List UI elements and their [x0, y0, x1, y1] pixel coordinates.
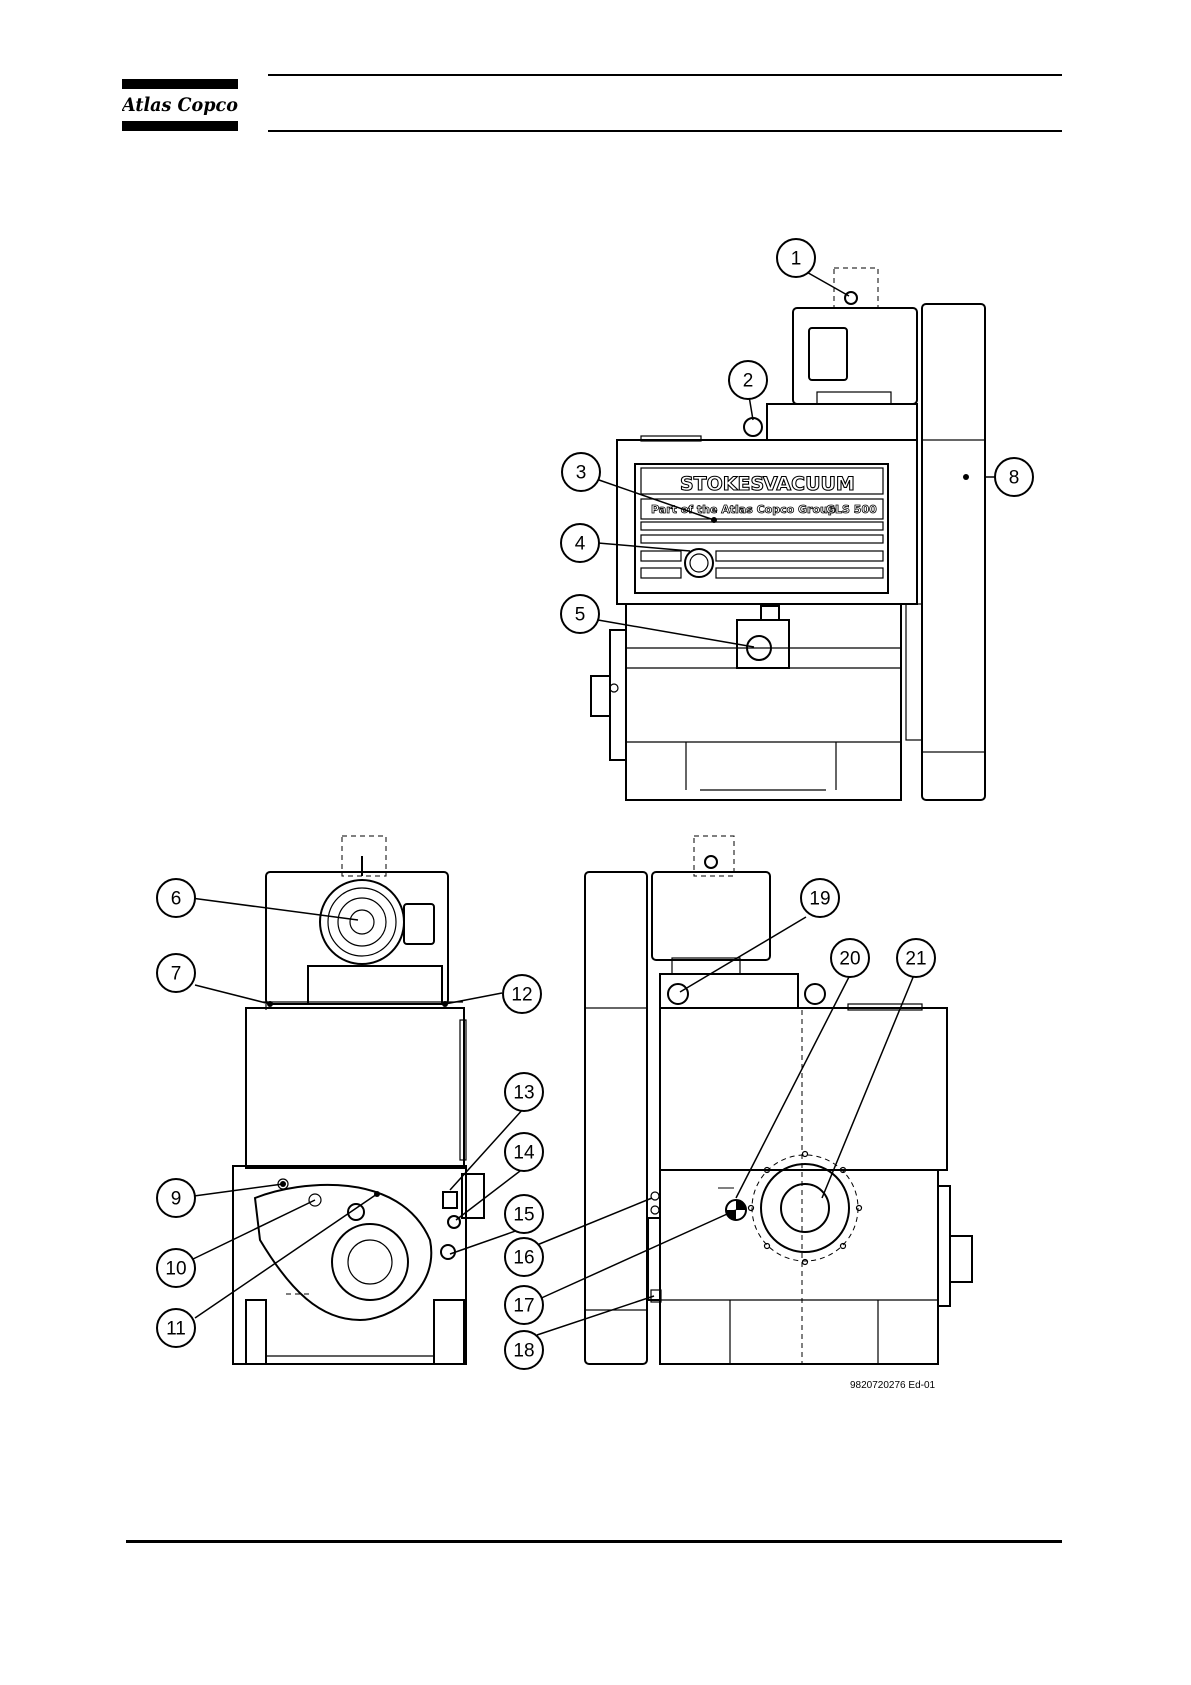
- callout-2: 2: [729, 361, 767, 399]
- front-view: STOKES VACUUM Part of the Atlas Copco Gr…: [591, 268, 985, 800]
- callout-13: 13: [505, 1073, 543, 1111]
- callout-label: 15: [513, 1205, 534, 1226]
- callout-label: 12: [511, 985, 532, 1006]
- callout-label: 9: [171, 1189, 182, 1210]
- nameplate-model: GLS 500: [826, 503, 877, 516]
- callout-label: 21: [905, 949, 926, 970]
- callout-7: 7: [157, 954, 195, 992]
- nameplate-brand-line-1: STOKES: [680, 473, 764, 495]
- callout-label: 6: [171, 889, 182, 910]
- callout-9: 9: [157, 1179, 195, 1217]
- callout-8: 8: [995, 458, 1033, 496]
- callout-12: 12: [503, 975, 541, 1013]
- callout-20: 20: [831, 939, 869, 977]
- callout-label: 13: [513, 1083, 534, 1104]
- callout-4: 4: [561, 524, 599, 562]
- callout-label: 3: [576, 463, 587, 484]
- side-view-right: [585, 836, 972, 1364]
- callout-11: 11: [157, 1309, 195, 1347]
- callout-label: 8: [1009, 468, 1020, 489]
- callout-10: 10: [157, 1249, 195, 1287]
- nameplate-subtitle: Part of the Atlas Copco Group: [651, 503, 836, 516]
- callout-label: 18: [513, 1341, 534, 1362]
- callout-label: 17: [513, 1296, 534, 1317]
- callout-14: 14: [505, 1133, 543, 1171]
- callout-16: 16: [505, 1238, 543, 1276]
- side-view-left: [233, 836, 484, 1364]
- callout-label: 7: [171, 964, 182, 985]
- callout-5: 5: [561, 595, 599, 633]
- callout-15: 15: [505, 1195, 543, 1233]
- callout-label: 5: [575, 605, 586, 626]
- nameplate-brand-line-2: VACUUM: [763, 473, 855, 495]
- callout-label: 10: [165, 1259, 186, 1280]
- drawing-reference-number: 9820720276 Ed-01: [850, 1380, 935, 1391]
- callout-label: 20: [839, 949, 860, 970]
- callout-label: 16: [513, 1248, 534, 1269]
- callout-18: 18: [505, 1331, 543, 1369]
- callout-21: 21: [897, 939, 935, 977]
- callout-label: 14: [513, 1143, 535, 1164]
- callout-17: 17: [505, 1286, 543, 1324]
- callout-label: 19: [809, 889, 830, 910]
- callout-label: 2: [743, 371, 754, 392]
- callout-label: 11: [166, 1319, 186, 1340]
- callout-3: 3: [562, 453, 600, 491]
- callout-label: 1: [791, 249, 802, 270]
- callout-label: 4: [575, 534, 586, 555]
- callout-1: 1: [777, 239, 815, 277]
- callout-19: 19: [801, 879, 839, 917]
- callout-6: 6: [157, 879, 195, 917]
